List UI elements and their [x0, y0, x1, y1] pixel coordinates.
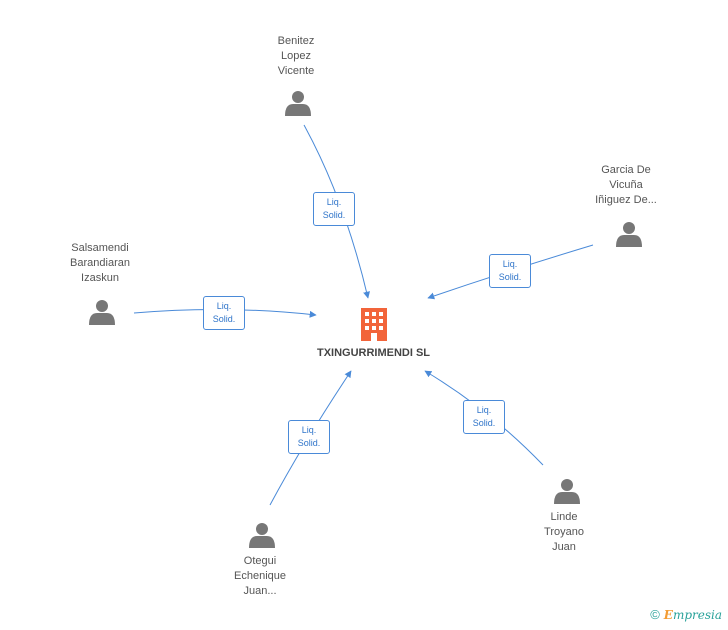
edge-label-line: Solid.	[498, 272, 522, 282]
edge-label-salsamendi: Liq. Solid.	[203, 296, 245, 330]
person-icon[interactable]	[285, 91, 311, 116]
person-name-benitez[interactable]: Benitez Lopez Vicente	[231, 34, 361, 79]
brand-logo-initial: E	[663, 608, 673, 622]
name-line: Iñiguez De...	[595, 194, 657, 206]
person-name-linde[interactable]: Linde Troyano Juan	[499, 510, 629, 555]
person-name-salsamendi[interactable]: Salsamendi Barandiaran Izaskun	[35, 241, 165, 286]
edge-label-line: Liq.	[301, 425, 317, 435]
name-line: Benitez	[277, 35, 315, 47]
edge-label-line: Solid.	[297, 438, 321, 448]
edge-label-line: Solid.	[212, 314, 236, 324]
edge-label-linde: Liq. Solid.	[463, 400, 505, 434]
edge-label-line: Solid.	[472, 418, 496, 428]
edge-label-otegui: Liq. Solid.	[288, 420, 330, 454]
copyright-icon: ©	[650, 607, 660, 622]
name-line: Troyano	[544, 526, 584, 538]
name-line: Echenique	[234, 570, 286, 582]
name-line: Linde	[550, 511, 578, 523]
name-line: Lopez	[281, 50, 311, 62]
footer-credit: ©Empresia	[650, 607, 722, 622]
edge-label-line: Liq.	[476, 405, 492, 415]
edge-label-line: Solid.	[322, 210, 346, 220]
building-icon[interactable]	[361, 308, 387, 341]
name-line: Salsamendi	[71, 242, 129, 254]
name-line: Juan	[552, 541, 576, 553]
brand-logo-rest: mpresia	[672, 608, 722, 622]
name-line: Juan...	[243, 585, 277, 597]
company-name[interactable]: TXINGURRIMENDI SL	[316, 347, 431, 359]
name-line: Vicente	[277, 65, 315, 77]
person-icon[interactable]	[616, 222, 642, 247]
brand-logo: Empresia	[664, 608, 722, 622]
edge-label-benitez: Liq. Solid.	[313, 192, 355, 226]
name-line: Otegui	[243, 555, 277, 567]
name-line: Vicuña	[609, 179, 643, 191]
name-line: Barandiaran	[70, 257, 130, 269]
edge-label-line: Liq.	[502, 259, 518, 269]
person-icon[interactable]	[554, 479, 580, 504]
person-name-otegui[interactable]: Otegui Echenique Juan...	[195, 554, 325, 599]
edge-label-line: Liq.	[216, 301, 232, 311]
person-name-garcia[interactable]: Garcia De Vicuña Iñiguez De...	[561, 163, 691, 208]
edge-label-line: Liq.	[326, 197, 342, 207]
name-line: Garcia De	[601, 164, 651, 176]
person-icon[interactable]	[89, 300, 115, 325]
edge-label-garcia: Liq. Solid.	[489, 254, 531, 288]
name-line: Izaskun	[81, 272, 119, 284]
person-icon[interactable]	[249, 523, 275, 548]
